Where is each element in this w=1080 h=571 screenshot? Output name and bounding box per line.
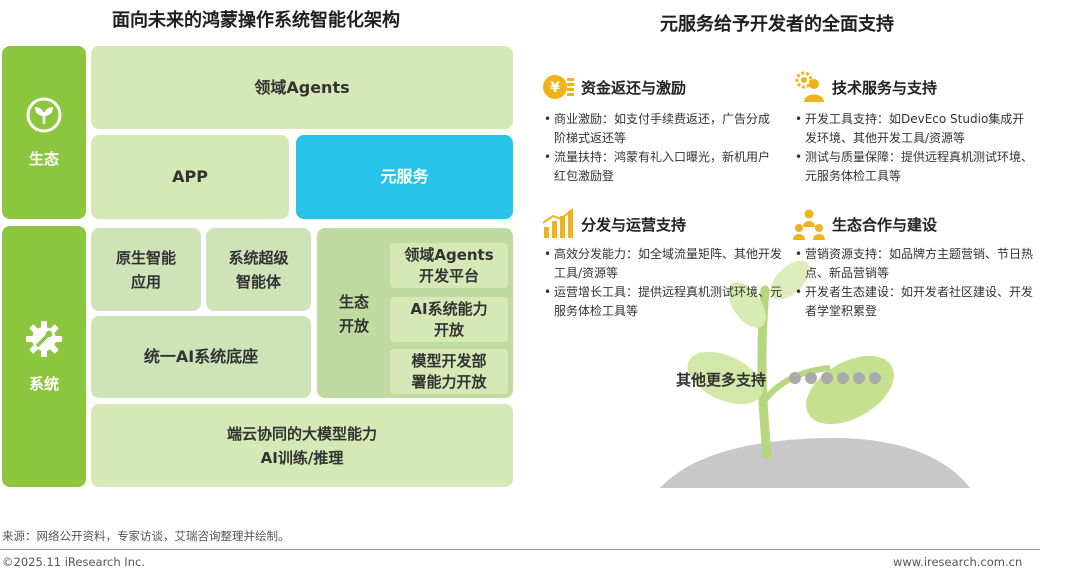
app-label: APP bbox=[172, 167, 208, 186]
website: www.iresearch.com.cn bbox=[893, 555, 1023, 569]
large-model-line2: AI训练/推理 bbox=[260, 448, 344, 467]
section-distribution-heading: 分发与运营支持 bbox=[541, 207, 686, 241]
left-title: 面向未来的鸿蒙操作系统智能化架构 bbox=[112, 10, 400, 31]
section-ecosystem-list: 营销资源支持：如品牌方主题营销、节日热点、新品营销等 开发者生态建设：如开发者社… bbox=[795, 245, 1033, 321]
footer-divider bbox=[0, 549, 1040, 550]
list-item: 运营增长工具：提供远程真机测试环境、元服务体检工具等 bbox=[544, 283, 782, 321]
dot-icon bbox=[837, 372, 849, 384]
open-item-model-dev: 模型开发部 署能力开放 bbox=[390, 349, 508, 394]
list-item: 营销资源支持：如品牌方主题营销、节日热点、新品营销等 bbox=[795, 245, 1033, 283]
side-system-label: 系统 bbox=[28, 375, 59, 393]
team-icon bbox=[792, 207, 826, 241]
app-box: APP bbox=[91, 135, 289, 219]
more-dots bbox=[789, 372, 881, 384]
domain-agents-label: 领域Agents bbox=[254, 77, 350, 97]
dot-icon bbox=[853, 372, 865, 384]
open-item-2-line2: 开放 bbox=[433, 320, 464, 339]
eco-open-line1: 生态 bbox=[338, 293, 369, 311]
native-app-box: 原生智能 应用 bbox=[91, 228, 201, 311]
leaf-right-large bbox=[806, 355, 894, 425]
eco-open-title: 生态 开放 bbox=[331, 290, 377, 338]
list-item: 开发者生态建设：如开发者社区建设、开发者学堂积累登 bbox=[795, 283, 1033, 321]
source-note: 来源：网络公开资料，专家访谈，艾瑞咨询整理并绘制。 bbox=[2, 529, 290, 543]
dot-icon bbox=[869, 372, 881, 384]
right-title: 元服务给予开发者的全面支持 bbox=[660, 14, 894, 35]
open-item-3-line2: 署能力开放 bbox=[411, 372, 487, 391]
section-distribution-title: 分发与运营支持 bbox=[581, 215, 687, 234]
ai-base-box: 统一AI系统底座 bbox=[91, 316, 311, 398]
section-funding-heading: ¥ 资金返还与激励 bbox=[541, 70, 686, 104]
gear-wrench-icon bbox=[24, 319, 64, 363]
bar-chart-icon bbox=[541, 207, 575, 241]
open-item-ai-capability: AI系统能力 开放 bbox=[390, 297, 508, 342]
section-tech-heading: 技术服务与支持 bbox=[792, 70, 937, 104]
leaf-left bbox=[687, 351, 763, 405]
open-item-2-line1: AI系统能力 bbox=[410, 299, 488, 318]
dot-icon bbox=[789, 372, 801, 384]
list-item: 商业激励：如支付手续费返还，广告分成阶梯式返还等 bbox=[544, 110, 779, 148]
list-item: 开发工具支持：如DevEco Studio集成开发环境、其他开发工具/资源等 bbox=[795, 110, 1033, 148]
section-funding-list: 商业激励：如支付手续费返还，广告分成阶梯式返还等 流量扶持：鸿蒙有礼入口曝光，新… bbox=[544, 110, 779, 186]
native-app-line1: 原生智能 bbox=[115, 248, 176, 267]
side-system: 系统 bbox=[2, 226, 86, 487]
section-ecosystem-heading: 生态合作与建设 bbox=[792, 207, 937, 241]
large-model-line1: 端云协同的大模型能力 bbox=[226, 424, 377, 443]
open-item-1-line1: 领域Agents bbox=[404, 245, 494, 264]
open-item-3-line1: 模型开发部 bbox=[411, 351, 487, 370]
dot-icon bbox=[805, 372, 817, 384]
domain-agents-box: 领域Agents bbox=[91, 46, 513, 129]
meta-service-box: 元服务 bbox=[296, 135, 513, 219]
open-item-1-line2: 开发平台 bbox=[418, 266, 479, 285]
section-tech-title: 技术服务与支持 bbox=[832, 78, 938, 97]
yen-coins-icon: ¥ bbox=[541, 70, 575, 104]
meta-service-label: 元服务 bbox=[380, 167, 429, 186]
list-item: 高效分发能力：如全域流量矩阵、其他开发工具/资源等 bbox=[544, 245, 782, 283]
eco-open-line2: 开放 bbox=[338, 317, 369, 335]
plant-icon bbox=[25, 96, 63, 138]
list-item: 流量扶持：鸿蒙有礼入口曝光，新机用户红包激励登 bbox=[544, 148, 779, 186]
native-app-line2: 应用 bbox=[130, 272, 161, 291]
copyright: ©2025.11 iResearch Inc. bbox=[2, 555, 145, 569]
large-model-box: 端云协同的大模型能力 AI训练/推理 bbox=[91, 404, 513, 487]
section-distribution-list: 高效分发能力：如全域流量矩阵、其他开发工具/资源等 运营增长工具：提供远程真机测… bbox=[544, 245, 782, 321]
section-tech-list: 开发工具支持：如DevEco Studio集成开发环境、其他开发工具/资源等 测… bbox=[795, 110, 1033, 186]
section-funding-title: 资金返还与激励 bbox=[581, 78, 687, 97]
soil-mound bbox=[660, 438, 970, 488]
super-agent-line1: 系统超级 bbox=[228, 248, 289, 267]
open-item-domain-agents: 领域Agents 开发平台 bbox=[390, 243, 508, 288]
more-support-label: 其他更多支持 bbox=[676, 371, 767, 389]
list-item: 测试与质量保障：提供远程真机测试环境、元服务体检工具等 bbox=[795, 148, 1033, 186]
gear-person-icon bbox=[792, 70, 826, 104]
svg-text:¥: ¥ bbox=[550, 80, 560, 96]
side-ecology-label: 生态 bbox=[28, 150, 59, 168]
ai-base-label: 统一AI系统底座 bbox=[143, 347, 259, 366]
section-ecosystem-title: 生态合作与建设 bbox=[832, 215, 938, 234]
dot-icon bbox=[821, 372, 833, 384]
side-ecology: 生态 bbox=[2, 46, 86, 219]
super-agent-box: 系统超级 智能体 bbox=[206, 228, 311, 311]
super-agent-line2: 智能体 bbox=[235, 272, 281, 291]
